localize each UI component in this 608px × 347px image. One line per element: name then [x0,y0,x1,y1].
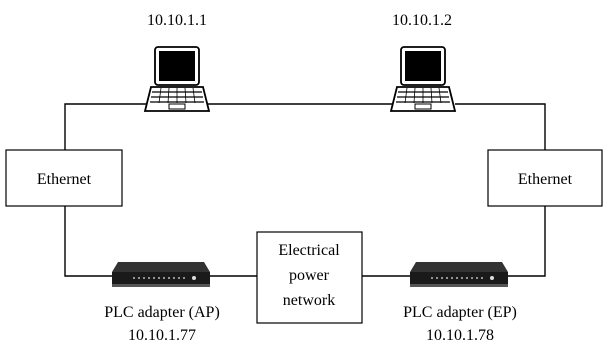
wire-laptop-right-to-ethernet-right [455,103,546,150]
ethernet-left-label: Ethernet [37,171,92,188]
laptop-icon [390,46,456,112]
power-network-box [256,231,363,324]
ethernet-right-label: Ethernet [518,171,573,188]
plc-adapter-icon [112,262,210,287]
plc-ap-name: PLC adapter (AP) [104,304,220,321]
power-network-line3: network [283,292,335,309]
plc-ep-ip: 10.10.1.78 [426,327,494,344]
laptop-icon [144,46,210,112]
ethernet-left-box [5,149,123,207]
wire-ethernet-left-to-plc-ap [64,206,112,277]
plc-ep-name: PLC adapter (EP) [403,304,517,321]
laptop-left-ip: 10.10.1.1 [147,12,207,29]
ethernet-right-box [487,149,603,207]
plc-adapter-icon [410,262,508,287]
laptop-right-ip: 10.10.1.2 [392,12,452,29]
wire-plc-ep-to-ethernet-right [508,206,546,277]
power-network-line2: power [289,267,330,284]
plc-ap-ip: 10.10.1.77 [128,327,196,344]
power-network-line1: Electrical [278,242,340,259]
wire-laptop-left-to-ethernet-left [64,103,146,150]
